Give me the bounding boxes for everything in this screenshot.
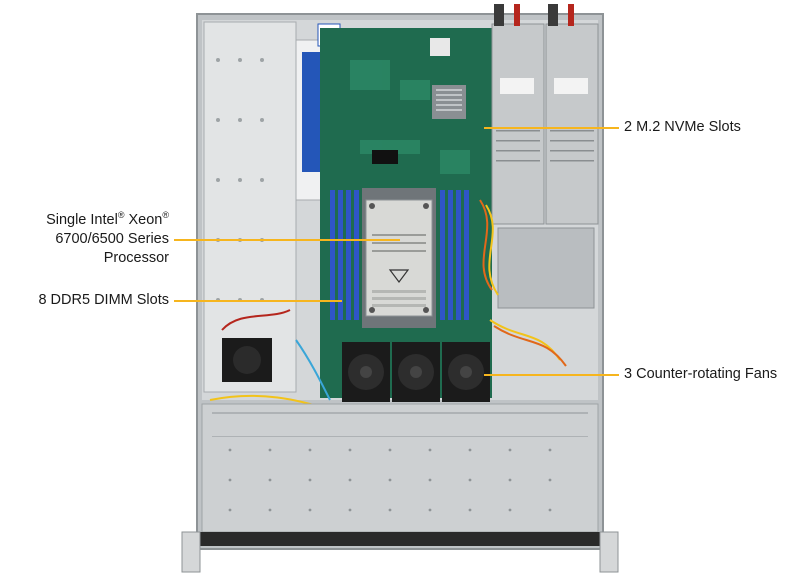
callout-processor-line2: 6700/6500 Series [55,231,169,247]
power-supply-2 [545,23,599,225]
counter-rotating-fans [342,342,490,402]
drive-cage [201,403,599,533]
callout-line-fans [484,374,619,376]
callout-dimm-label: 8 DDR5 DIMM Slots [38,292,169,308]
callout-fans: 3 Counter-rotating Fans [624,365,777,384]
rack-ear-right [599,531,619,573]
power-supply-1 [491,23,545,225]
callout-line-nvme [484,127,619,129]
callout-processor-line3: Processor [103,250,169,266]
callout-processor: Single Intel® Xeon® 6700/6500 Series Pro… [46,211,169,268]
power-distribution-board [497,227,595,309]
callout-line-dimm [174,300,342,302]
callout-dimm: 8 DDR5 DIMM Slots [38,291,169,310]
callout-processor-line1: Single Intel® Xeon® [46,210,169,228]
callout-fans-label: 3 Counter-rotating Fans [624,366,778,382]
dimm-slots-left [330,190,359,320]
riser-bay [203,21,297,393]
dimm-slots-right [440,190,469,320]
callout-nvme-label: 2 M.2 NVMe Slots [624,119,741,135]
riser-label-sticker [302,52,320,172]
rack-ear-left [181,531,201,573]
front-bezel [200,532,600,546]
callout-nvme: 2 M.2 NVMe Slots [624,118,741,137]
cpu-heatsink [365,199,433,317]
callout-line-processor [174,239,400,241]
